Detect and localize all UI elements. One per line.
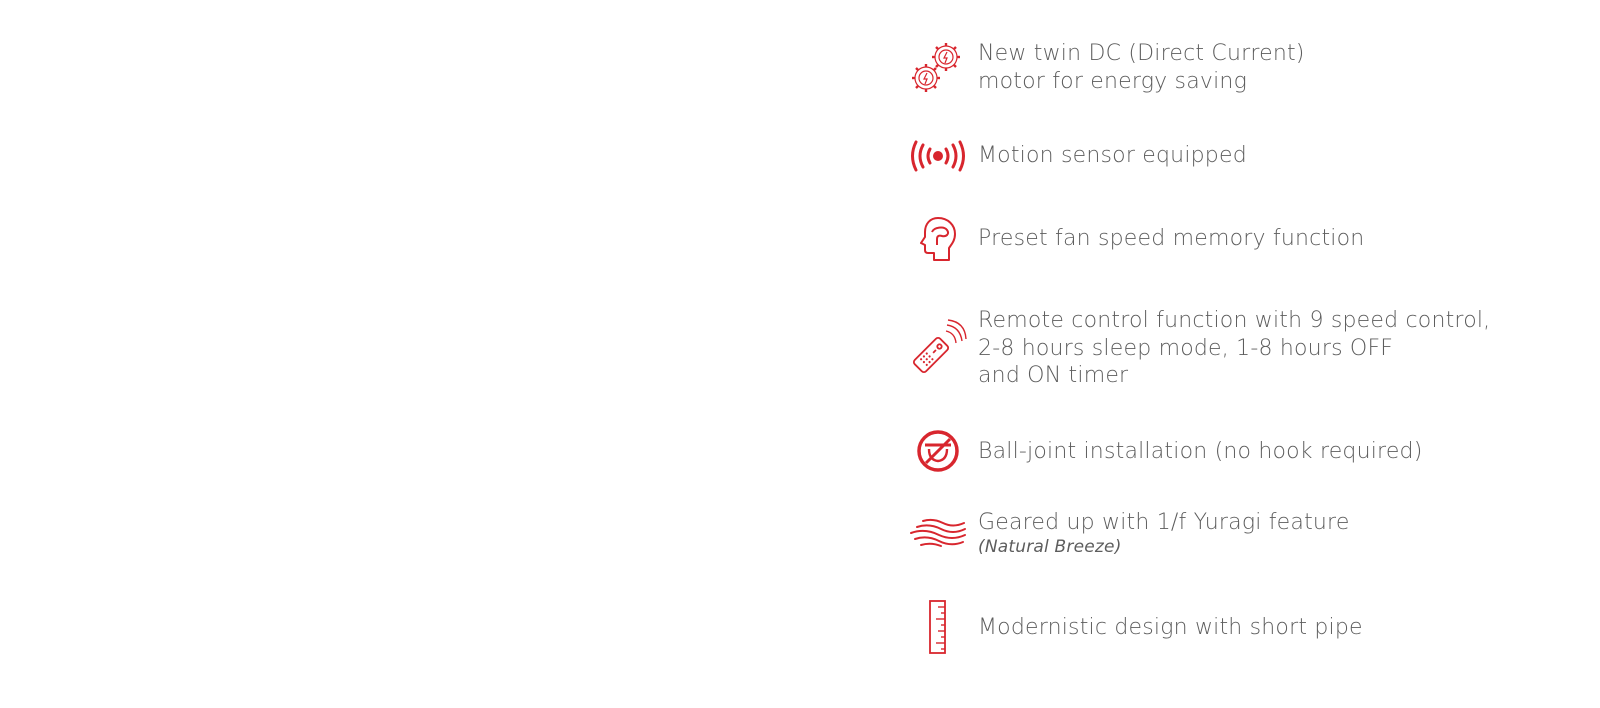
feature-text: Motion sensor equipped — [978, 142, 1588, 170]
feature-text: Preset fan speed memory function — [978, 225, 1588, 253]
ruler-icon — [908, 598, 968, 656]
feature-subtitle: (Natural Breeze) — [978, 536, 1122, 557]
breeze-waves-icon — [908, 516, 968, 550]
feature-line: Motion sensor equipped — [978, 143, 1247, 168]
feature-line: and ON timer — [978, 363, 1129, 388]
feature-line: 2-8 hours sleep mode, 1-8 hours OFF — [978, 335, 1394, 361]
feature-line: Preset fan speed memory function — [978, 226, 1365, 251]
feature-line: Geared up with 1/f Yuragi feature — [978, 510, 1350, 535]
motion-sensor-icon — [908, 138, 968, 174]
feature-line: Remote control function with 9 speed con… — [978, 308, 1491, 333]
feature-line: Modernistic design with short pipe — [978, 615, 1363, 640]
feature-line: motor for energy saving — [978, 68, 1247, 94]
twin-gears-icon — [908, 38, 968, 98]
feature-text: Modernistic design with short pipe — [978, 614, 1588, 642]
feature-text: Remote control function with 9 speed con… — [978, 307, 1588, 390]
feature-line: New twin DC (Direct Current) — [978, 41, 1305, 66]
feature-text: Ball-joint installation (no hook require… — [978, 438, 1588, 466]
head-memory-icon — [908, 214, 968, 264]
feature-text: New twin DC (Direct Current) motor for e… — [978, 40, 1588, 95]
no-hook-icon — [908, 428, 968, 474]
feature-line: Ball-joint installation (no hook require… — [978, 439, 1423, 464]
feature-text: Geared up with 1/f Yuragi feature (Natur… — [978, 509, 1588, 557]
remote-control-icon — [908, 318, 968, 378]
